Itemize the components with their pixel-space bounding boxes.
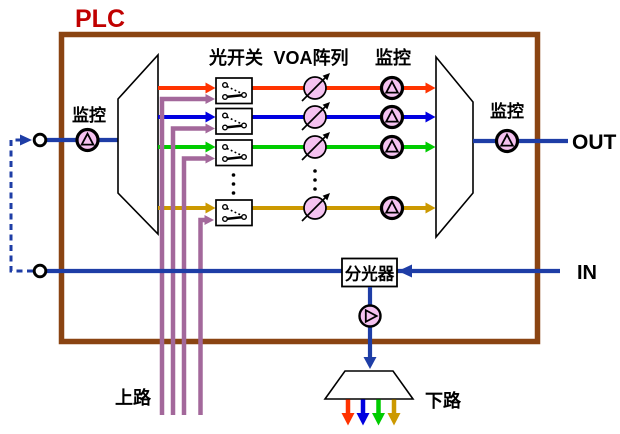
ch4-arrowhead-2: [425, 202, 436, 214]
ch1-arrowhead-2: [425, 82, 436, 94]
drop-arrowhead-1: [341, 413, 355, 426]
ellipsis-dots: [231, 169, 317, 195]
channel-row-1: [158, 82, 436, 94]
ch3-arrowhead: [205, 141, 216, 153]
drop-arrowhead: [363, 357, 377, 369]
input-monitor-label: 监控: [72, 105, 106, 125]
add-arrowhead-1: [205, 94, 215, 104]
row-monitor-icon-4: [379, 195, 405, 221]
plc-border: [58, 31, 541, 345]
add-arrowhead-2: [205, 123, 215, 134]
loopback-dashed-fiber: [9, 138, 33, 273]
tap-splitter-box: [341, 257, 398, 288]
optical-switch-1: [214, 76, 254, 105]
ch4-arrowhead: [205, 202, 216, 214]
add-line-4: [198, 217, 205, 415]
in-arrowhead: [398, 264, 412, 278]
drop-demux-trapezoid: [323, 370, 415, 400]
out-port-label: OUT: [572, 131, 617, 154]
mux-trapezoid: [435, 54, 474, 240]
add-path-lines: [159, 94, 215, 415]
drop-channel-arrows: [341, 399, 401, 426]
voa-column-label: VOA阵列: [273, 47, 348, 68]
voa-icon-2: [301, 101, 331, 131]
add-arrowhead-4: [204, 215, 214, 225]
drop-arrowhead-3: [372, 413, 385, 426]
ch2-arrowhead: [205, 111, 216, 123]
in-port-circle: [32, 263, 48, 279]
input-monitor-icon: [75, 127, 100, 153]
optical-switch-2: [214, 107, 254, 136]
drop-arrowhead-2: [356, 413, 370, 426]
channel-row-4: [158, 202, 436, 214]
add-arrowhead-3: [205, 153, 215, 164]
row-monitor-icon-1: [379, 75, 405, 101]
drop-port-label: 下路: [425, 390, 462, 411]
voa-icon-1: [301, 72, 331, 102]
drop-arrowhead-4: [387, 413, 401, 426]
voa-icon-3: [301, 131, 331, 161]
channel-row-2: [158, 111, 436, 123]
tap-splitter-label: 分光器: [345, 264, 395, 284]
switch-column-label: 光开关: [208, 47, 263, 68]
add-line-2: [170, 126, 206, 415]
output-monitor-label: 监控: [490, 101, 524, 121]
ch2-arrowhead-2: [425, 111, 436, 123]
add-port-label: 上路: [115, 387, 152, 408]
row-monitor-icon-3: [379, 134, 405, 160]
channel-row-3: [158, 141, 436, 153]
ch1-arrowhead: [205, 82, 216, 94]
in-port-label: IN: [577, 262, 597, 284]
amplifier-icon: [358, 304, 382, 328]
output-monitor-icon: [494, 128, 520, 154]
row-monitor-icon-2: [379, 104, 405, 130]
monitor-column-label: 监控: [375, 47, 411, 68]
plc-title: PLC: [75, 5, 125, 33]
loopback-arrowhead: [20, 134, 32, 146]
voa-icon-4: [301, 192, 331, 222]
ch3-arrowhead-2: [425, 141, 436, 153]
add-line-1: [159, 96, 206, 415]
optical-switch-3: [214, 138, 254, 167]
optical-switch-4: [214, 198, 254, 227]
demux-trapezoid: [117, 52, 159, 236]
add-line-3: [181, 156, 206, 415]
input-port-circle: [32, 132, 48, 148]
